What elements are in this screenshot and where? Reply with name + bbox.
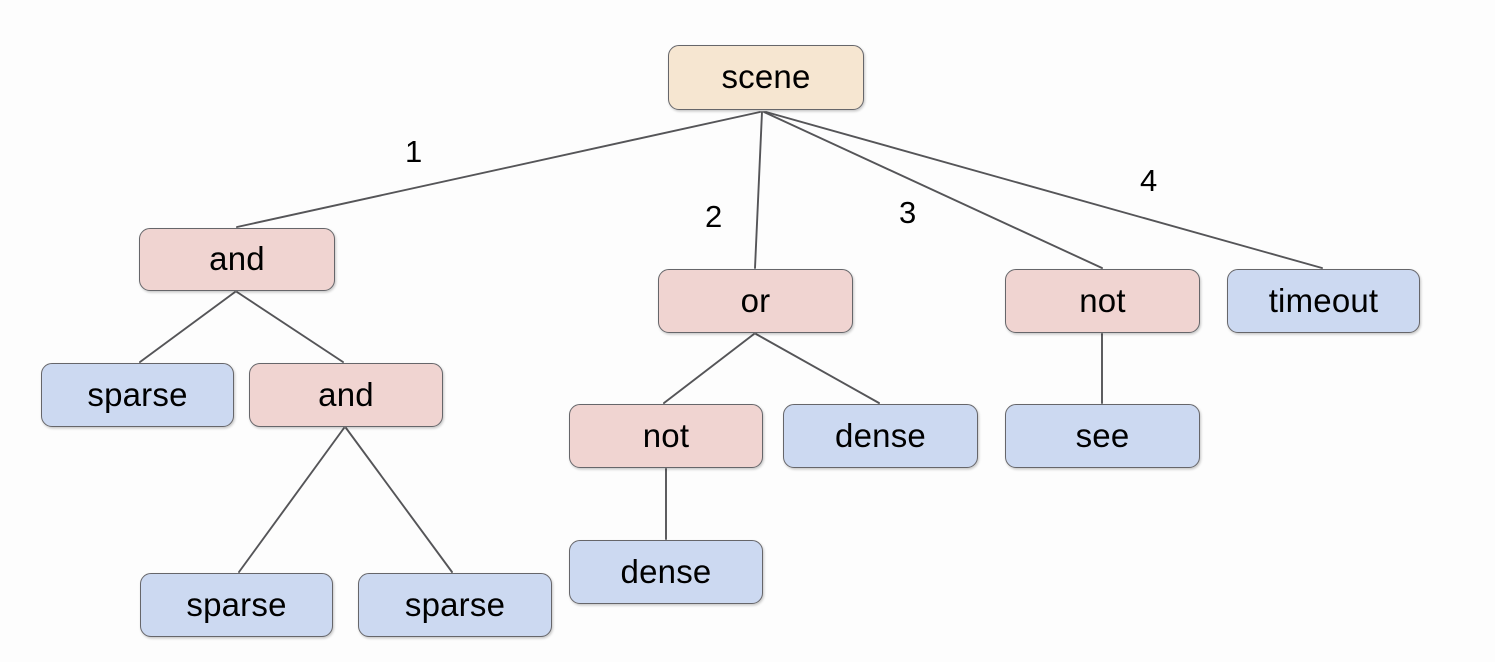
tree-node-label: or: [740, 281, 771, 319]
tree-node-label: dense: [620, 552, 712, 590]
tree-node-timeout[interactable]: timeout: [1227, 269, 1420, 333]
tree-node-label: dense: [835, 416, 926, 454]
tree-node-label: sparse: [186, 585, 287, 623]
tree-node-dense1[interactable]: dense: [783, 404, 978, 468]
tree-edge-or1-to-not2: [663, 333, 755, 404]
tree-edge-or1-to-dense1: [755, 333, 880, 404]
tree-node-dense2[interactable]: dense: [569, 540, 763, 604]
tree-edge-and1-to-and2: [236, 291, 344, 363]
tree-node-sparse2[interactable]: sparse: [140, 573, 333, 637]
tree-node-label: and: [318, 375, 374, 413]
tree-edge-and2-to-sparse2: [238, 427, 345, 573]
tree-edge-scene-to-not1: [763, 111, 1103, 269]
edge-label-2: 2: [705, 199, 723, 234]
tree-node-label: not: [642, 416, 690, 454]
tree-node-label: not: [1079, 281, 1126, 319]
tree-edge-scene-to-or1: [754, 111, 763, 269]
edge-label-4: 4: [1140, 163, 1158, 198]
tree-node-or1[interactable]: or: [658, 269, 853, 333]
tree-node-not2[interactable]: not: [569, 404, 763, 468]
tree-node-scene[interactable]: scene: [668, 45, 864, 110]
tree-edge-scene-to-and1: [236, 111, 761, 228]
tree-node-and1[interactable]: and: [139, 228, 335, 291]
tree-node-label: timeout: [1268, 281, 1379, 319]
tree-node-label: see: [1075, 416, 1130, 454]
tree-node-and2[interactable]: and: [249, 363, 443, 427]
tree-node-sparse3[interactable]: sparse: [358, 573, 552, 637]
tree-node-see[interactable]: see: [1005, 404, 1200, 468]
edge-label-3: 3: [899, 195, 917, 230]
tree-node-label: and: [209, 240, 265, 277]
tree-node-label: sparse: [404, 585, 506, 623]
edge-label-1: 1: [405, 134, 423, 169]
tree-node-not1[interactable]: not: [1005, 269, 1200, 333]
tree-edge-and2-to-sparse3: [345, 427, 453, 573]
tree-node-sparse1[interactable]: sparse: [41, 363, 234, 427]
tree-edge-scene-to-timeout: [765, 111, 1323, 269]
tree-node-label: scene: [721, 58, 811, 95]
tree-edge-and1-to-sparse1: [139, 291, 236, 363]
tree-node-label: sparse: [87, 375, 188, 413]
